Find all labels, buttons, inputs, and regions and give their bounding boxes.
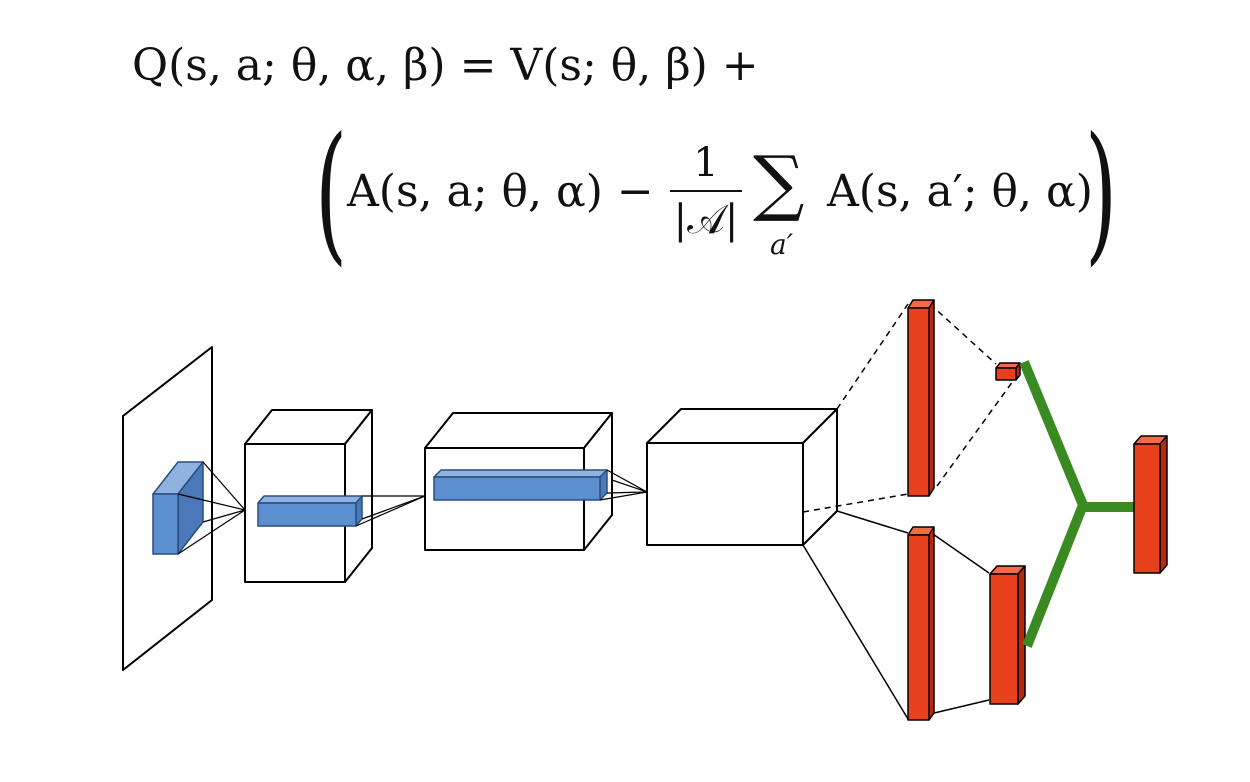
- fraction: 1 |𝒜|: [670, 138, 742, 246]
- conv-volume-3: [646, 408, 838, 546]
- fraction-denominator: |𝒜|: [673, 197, 739, 243]
- q-value-output: [1133, 435, 1168, 574]
- mean-advantage-term: A(s, a′; θ, α): [827, 166, 1093, 217]
- value-fc-layer: [907, 299, 935, 497]
- right-parenthesis: ): [1085, 106, 1118, 280]
- advantage-fc-layer: [907, 526, 935, 721]
- summation-subscript: a′: [770, 228, 794, 261]
- value-stream-connections: [802, 303, 1022, 513]
- projection-lines-1: [177, 461, 246, 555]
- value-output: [995, 362, 1021, 381]
- left-parenthesis: (: [315, 106, 348, 280]
- projection-lines-2: [355, 495, 426, 527]
- fraction-numerator: 1: [693, 140, 719, 186]
- conv-filter-2: [433, 469, 608, 501]
- equation-line-2: ( A(s, a; θ, α) − 1 |𝒜| ∑ a′ A(s, a′; θ,…: [315, 106, 1135, 280]
- conv-filter-1: [257, 495, 363, 527]
- projection-lines-3: [599, 469, 648, 501]
- summation-sign: ∑: [753, 140, 805, 224]
- aggregating-module: [1019, 360, 1134, 648]
- fraction-bar: [670, 190, 742, 192]
- equation-line-1: Q(s, a; θ, α, β) = V(s; θ, β) +: [132, 40, 759, 91]
- advantage-stream-connections: [802, 510, 990, 720]
- advantage-output: [989, 565, 1026, 705]
- advantage-term: A(s, a; θ, α) −: [347, 166, 654, 217]
